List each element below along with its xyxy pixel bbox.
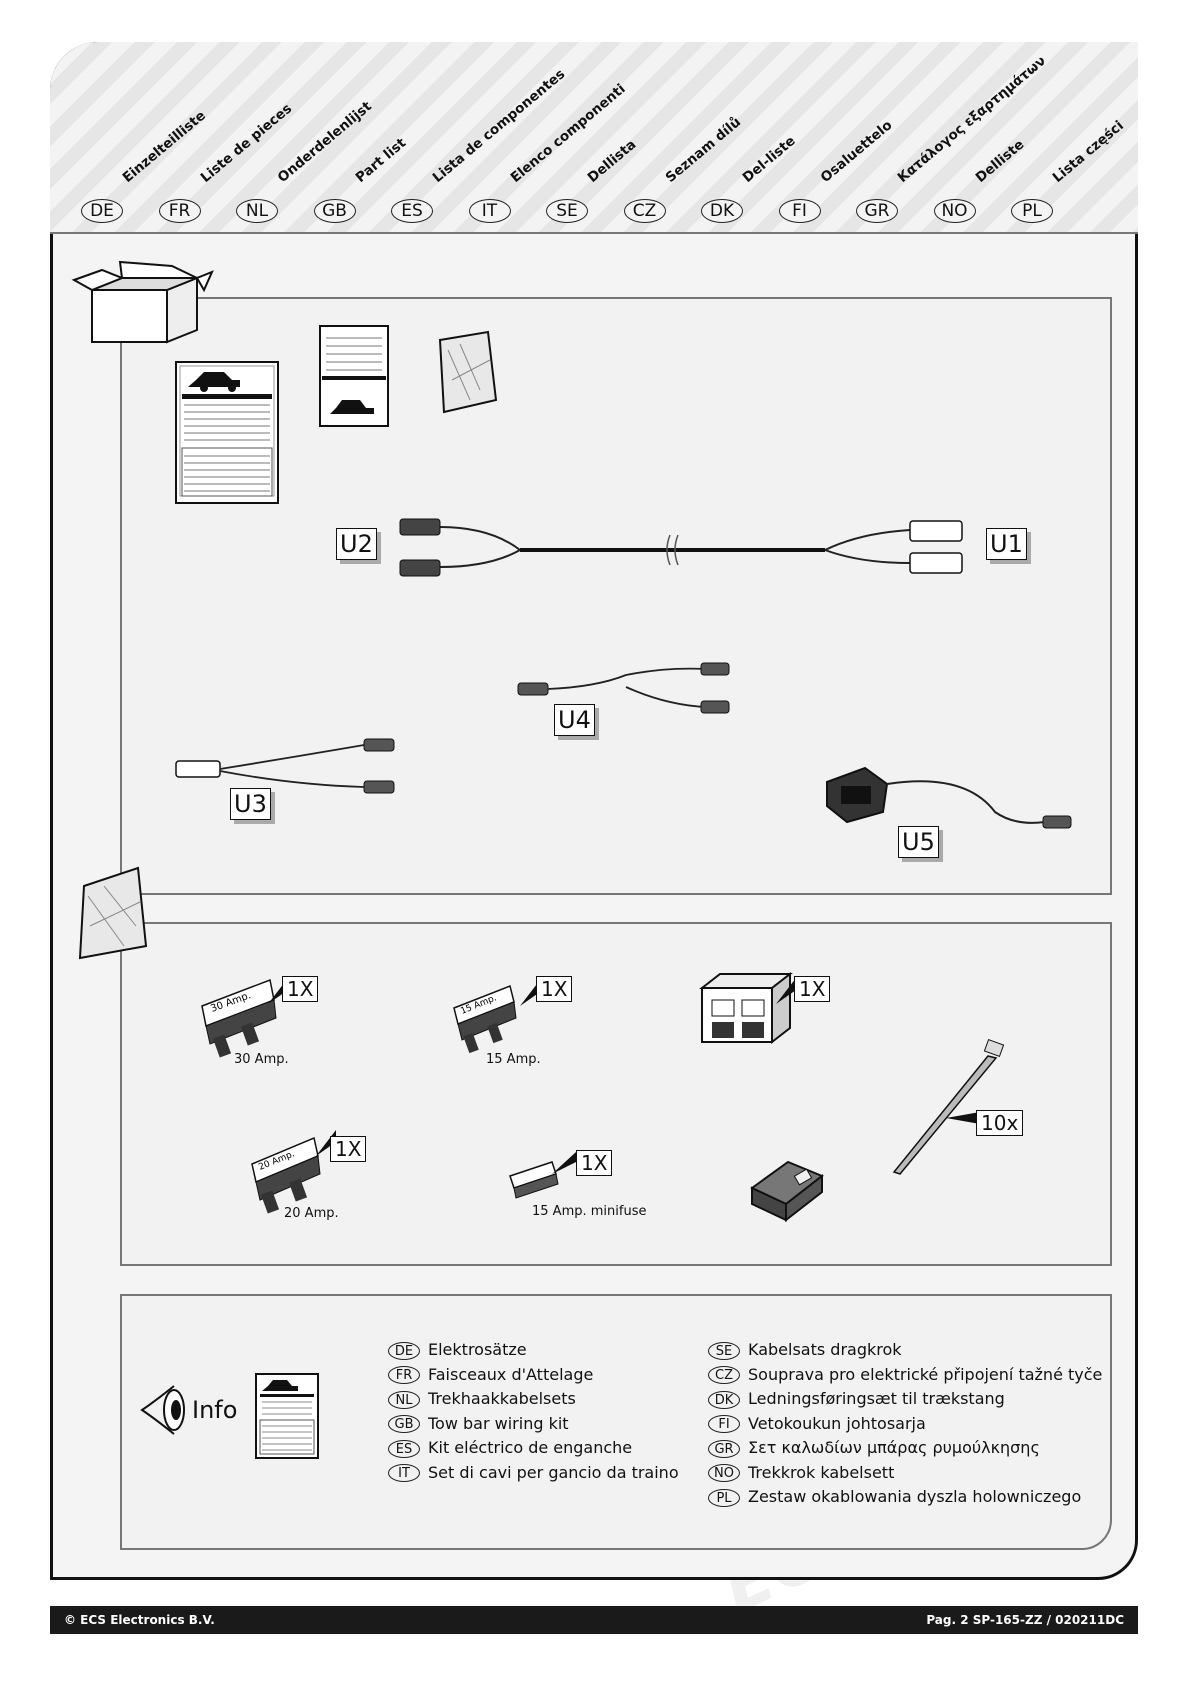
language-code-gr: GR	[856, 199, 898, 223]
qty-pointer	[552, 1152, 576, 1174]
info-row-cz: CZ Souprava pro elektrické připojení tažn…	[708, 1364, 1103, 1384]
info-text-it: Set di cavi per gancio da traino	[428, 1462, 679, 1482]
info-text-pl: Zestaw okablowania dyszla holowniczego	[748, 1487, 1082, 1506]
info-code-se: SE	[708, 1341, 740, 1360]
language-code-pl: PL	[1011, 199, 1053, 223]
info-sheet-icon	[255, 1373, 319, 1459]
caption-fuse-20a: 20 Amp.	[284, 1206, 339, 1221]
harness-label-u2: U2	[336, 528, 377, 560]
page-footer: © ECS Electronics B.V. Pag. 2 SP-165-ZZ …	[50, 1606, 1138, 1634]
harness-label-u3: U3	[230, 788, 271, 820]
info-code-it: IT	[388, 1464, 420, 1482]
info-row-de: DE Elektrosätze	[388, 1340, 527, 1360]
info-code-cz: CZ	[708, 1366, 740, 1384]
info-row-it: IT Set di cavi per gancio da traino	[388, 1462, 679, 1482]
harness-label-u4: U4	[554, 704, 595, 736]
language-code-it: IT	[468, 199, 511, 223]
harness-u4	[517, 662, 730, 714]
info-row-no: NO Trekkrok kabelsett	[708, 1462, 895, 1482]
qty-fuse-15a: 1X	[536, 976, 573, 1002]
info-code-gb: GB	[388, 1415, 420, 1433]
fuse-30a-icon: 30 Amp.	[201, 978, 277, 1058]
info-code-de: DE	[388, 1341, 420, 1360]
harness-label-u5: U5	[898, 826, 939, 858]
info-row-fr: FR Faisceaux d'Attelage	[388, 1364, 594, 1384]
info-text-dk: Ledningsføringsæt til trækstang	[748, 1389, 1005, 1408]
caption-fuse-30a: 30 Amp.	[234, 1052, 289, 1067]
qty-pointer	[946, 1112, 980, 1124]
eye-icon	[140, 1385, 185, 1435]
info-code-nl: NL	[388, 1390, 420, 1409]
harness-u5-socket-cable	[826, 766, 1072, 829]
fuse-20a-icon: 20 Amp.	[251, 1136, 321, 1214]
info-row-dk: DK Ledningsføringsæt til trækstang	[708, 1389, 1005, 1409]
mounting-sheet-icon	[319, 325, 389, 427]
info-code-es: ES	[388, 1439, 420, 1458]
harness-u3	[175, 738, 395, 794]
info-label: Info	[192, 1396, 238, 1424]
info-text-de: Elektrosätze	[428, 1340, 527, 1359]
info-row-se: SE Kabelsats dragkrok	[708, 1340, 902, 1360]
info-text-fi: Vetokoukun johtosarja	[748, 1413, 926, 1433]
minifuse-15a-icon	[509, 1161, 559, 1199]
cable-tie-icon	[892, 1038, 1005, 1175]
box-icon	[71, 260, 214, 344]
qty-fuse-30a: 1X	[282, 976, 319, 1002]
language-code-dk: DK	[701, 199, 743, 223]
info-text-cz: Souprava pro elektrické připojení tažné …	[748, 1364, 1103, 1384]
instruction-sheet-icon	[175, 361, 279, 504]
qty-minifuse: 1X	[576, 1150, 613, 1176]
language-code-se: SE	[546, 199, 588, 223]
plastic-bag-icon	[78, 866, 148, 960]
language-code-fr: FR	[158, 199, 201, 223]
info-text-no: Trekkrok kabelsett	[748, 1462, 895, 1482]
info-code-pl: PL	[708, 1488, 740, 1507]
qty-fuse-20a: 1X	[330, 1136, 367, 1162]
language-code-gb: GB	[313, 199, 356, 223]
qty-connector-housing: 1X	[794, 976, 831, 1002]
language-code-de: DE	[81, 199, 123, 223]
info-text-gb: Tow bar wiring kit	[428, 1413, 569, 1433]
caption-minifuse: 15 Amp. minifuse	[532, 1204, 647, 1219]
info-row-gr: GR Σετ καλωδίων μπάρας ρυμούλκησης	[708, 1438, 1040, 1458]
info-code-fi: FI	[708, 1415, 740, 1433]
info-code-no: NO	[708, 1464, 740, 1482]
language-code-fi: FI	[778, 199, 821, 223]
info-row-es: ES Kit eléctrico de enganche	[388, 1438, 632, 1458]
language-code-nl: NL	[236, 199, 278, 223]
info-row-gb: GB Tow bar wiring kit	[388, 1413, 569, 1433]
footer-copyright: © ECS Electronics B.V.	[64, 1613, 215, 1627]
caption-fuse-15a: 15 Amp.	[486, 1052, 541, 1067]
info-code-gr: GR	[708, 1439, 740, 1458]
connector-housing-icon	[699, 971, 793, 1045]
info-text-gr: Σετ καλωδίων μπάρας ρυμούλκησης	[748, 1438, 1040, 1457]
info-text-se: Kabelsats dragkrok	[748, 1340, 902, 1359]
splice-connector-icon	[750, 1160, 824, 1223]
info-code-dk: DK	[708, 1390, 740, 1409]
language-code-es: ES	[391, 199, 433, 223]
fuse-15a-icon: 15 Amp.	[453, 984, 517, 1054]
box-contents-panel	[120, 297, 1112, 895]
language-code-cz: CZ	[623, 199, 666, 223]
info-row-fi: FI Vetokoukun johtosarja	[708, 1413, 926, 1433]
info-text-fr: Faisceaux d'Attelage	[428, 1364, 594, 1384]
footer-page-ref: Pag. 2 SP-165-ZZ / 020211DC	[926, 1613, 1124, 1627]
info-row-nl: NL Trekhaakkabelsets	[388, 1389, 576, 1409]
language-header	[50, 42, 1138, 234]
plastic-bag-icon	[438, 330, 498, 414]
qty-pointer	[520, 980, 540, 1006]
qty-cable-tie: 10x	[976, 1110, 1024, 1136]
info-text-es: Kit eléctrico de enganche	[428, 1438, 633, 1457]
info-text-nl: Trekhaakkabelsets	[428, 1389, 576, 1408]
harness-label-u1: U1	[986, 528, 1027, 560]
qty-pointer	[776, 978, 796, 1004]
main-wiring-harness	[399, 518, 963, 577]
info-code-fr: FR	[388, 1366, 420, 1384]
info-row-pl: PL Zestaw okablowania dyszla holowniczego	[708, 1487, 1081, 1507]
language-code-no: NO	[933, 199, 976, 223]
